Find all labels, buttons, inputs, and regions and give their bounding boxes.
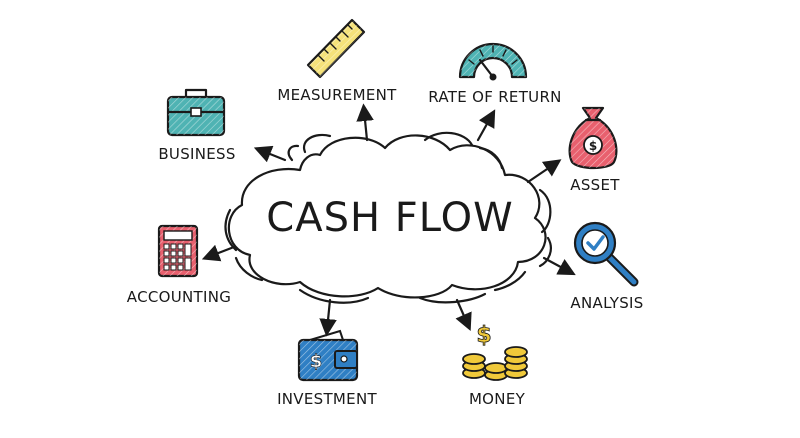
label-rate-of-return: RATE OF RETURN [428,88,562,106]
svg-text:$: $ [476,323,491,348]
arrow-asset [526,159,562,184]
coins-icon: $ [462,323,528,381]
label-accounting: ACCOUNTING [126,288,232,306]
svg-text:$: $ [310,351,323,372]
arrow-measurement [356,103,374,142]
arrow-business [253,145,287,163]
arrow-accounting [201,244,236,262]
label-investment: INVESTMENT [277,390,377,408]
label-money: MONEY [468,390,526,408]
money-bag-icon: $ [568,106,618,170]
wallet-icon: $ [297,329,359,382]
arrow-rate-of-return [476,109,496,142]
central-title: CASH FLOW [266,195,514,241]
label-measurement: MEASUREMENT [277,86,397,104]
ruler-icon [306,18,366,79]
arrow-money [455,298,472,332]
calculator-icon [157,224,199,278]
svg-text:$: $ [589,139,597,153]
central-cloud [224,131,552,304]
gauge-icon [458,42,528,81]
arrow-analysis [542,256,576,276]
magnifier-check-icon [573,221,639,287]
label-asset: ASSET [570,176,620,194]
arrow-investment [319,298,337,337]
briefcase-icon [166,88,226,137]
connector-arrows [201,103,576,337]
label-business: BUSINESS [158,145,236,163]
label-analysis: ANALYSIS [570,294,644,312]
